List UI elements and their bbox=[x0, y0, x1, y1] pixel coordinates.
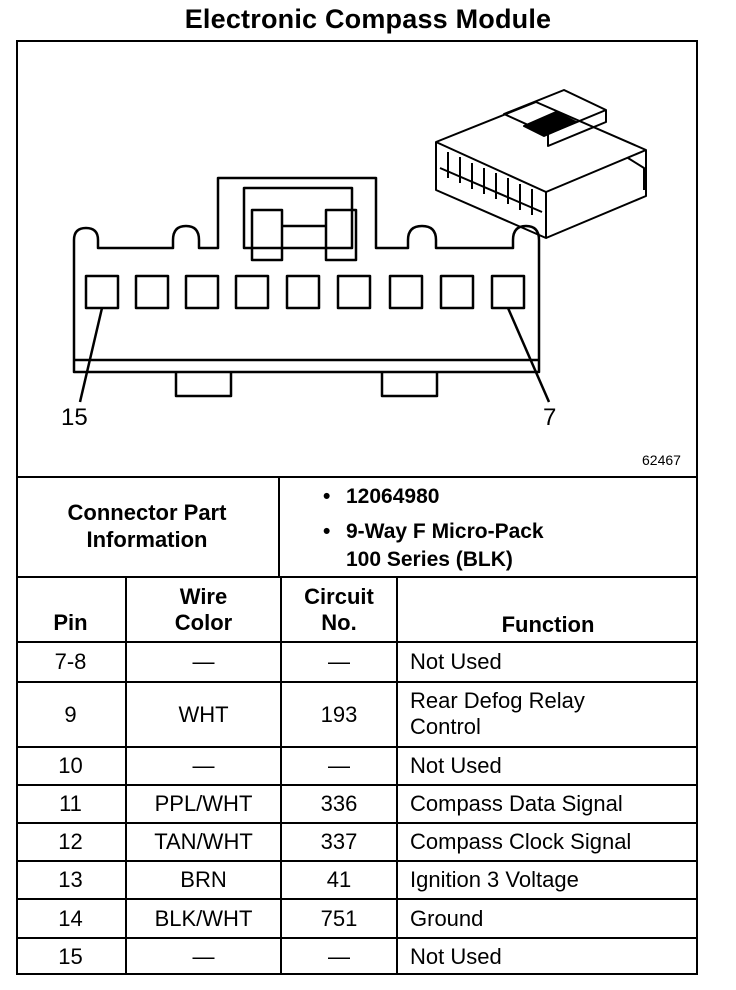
cell-wire: WHT bbox=[178, 701, 229, 727]
cell-pin: 14 bbox=[58, 905, 83, 931]
header-wire-line1: Wire bbox=[179, 584, 228, 609]
connector-info-label-line1: Connector Part bbox=[67, 500, 227, 525]
latch-tab-left bbox=[250, 208, 284, 262]
cavity bbox=[84, 274, 120, 310]
cell-wire: BLK/WHT bbox=[154, 905, 253, 931]
row-divider bbox=[16, 681, 698, 683]
cell-circuit: 337 bbox=[320, 829, 358, 854]
row-divider bbox=[16, 784, 698, 786]
cell-wire: TAN/WHT bbox=[154, 829, 253, 854]
cell-circuit: 193 bbox=[320, 701, 358, 727]
connector-info-label-line2: Information bbox=[86, 527, 208, 552]
latch-block bbox=[242, 186, 354, 250]
cavity bbox=[388, 274, 424, 310]
cavity bbox=[285, 274, 321, 310]
cell-function: Compass Data Signal bbox=[410, 791, 623, 816]
bullet: • bbox=[323, 485, 331, 508]
header-circuit-line1: Circuit bbox=[304, 584, 374, 609]
cell-circuit: — bbox=[328, 649, 350, 674]
diagram-frame bbox=[16, 40, 698, 975]
cell-function: Rear Defog Relay bbox=[410, 688, 585, 713]
cell-pin: 10 bbox=[58, 753, 83, 778]
cell-circuit: — bbox=[328, 944, 350, 969]
isometric-connector bbox=[435, 89, 647, 239]
bullet: • bbox=[323, 520, 331, 543]
cell-circuit: 336 bbox=[320, 791, 358, 816]
page-title: Electronic Compass Module bbox=[184, 4, 552, 34]
part-number: 12064980 bbox=[346, 485, 440, 508]
connector-type-line1: 9-Way F Micro-Pack bbox=[346, 520, 544, 543]
bottom-key-left bbox=[174, 372, 233, 398]
cell-circuit: 751 bbox=[320, 905, 358, 931]
col-divider bbox=[396, 576, 398, 975]
cell-function: Not Used bbox=[410, 944, 502, 969]
pin-label-left: 15 bbox=[61, 404, 88, 431]
cavity bbox=[490, 274, 526, 310]
cavity bbox=[234, 274, 270, 310]
row-divider bbox=[16, 860, 698, 862]
bottom-key-right bbox=[380, 372, 439, 398]
row-divider bbox=[16, 937, 698, 939]
leader-line-left bbox=[78, 307, 104, 403]
row-divider bbox=[16, 898, 698, 900]
cavity bbox=[134, 274, 170, 310]
cell-pin: 9 bbox=[64, 701, 77, 727]
cell-function: Not Used bbox=[410, 753, 502, 778]
cell-circuit: 41 bbox=[326, 867, 352, 892]
cell-pin: 12 bbox=[58, 829, 83, 854]
connector-figure: 15 7 62467 bbox=[16, 40, 698, 476]
table-top-border bbox=[16, 476, 698, 478]
cell-wire: — bbox=[192, 753, 215, 778]
cavity bbox=[336, 274, 372, 310]
cavity bbox=[439, 274, 475, 310]
cell-function: Ground bbox=[410, 905, 484, 931]
cell-pin: 15 bbox=[58, 944, 83, 969]
connector-type-line2: 100 Series (BLK) bbox=[346, 548, 513, 571]
cell-function: Ignition 3 Voltage bbox=[410, 867, 579, 892]
cell-function: Not Used bbox=[410, 649, 502, 674]
header-bottom-border bbox=[16, 641, 698, 643]
cell-wire: — bbox=[192, 649, 215, 674]
pin-label-right: 7 bbox=[543, 404, 557, 431]
cell-circuit: — bbox=[328, 753, 350, 778]
row-divider bbox=[16, 746, 698, 748]
cell-pin: 11 bbox=[59, 791, 82, 816]
latch-tab-right bbox=[324, 208, 358, 262]
cell-function: Compass Clock Signal bbox=[410, 829, 632, 854]
cell-wire: BRN bbox=[180, 867, 227, 892]
header-function: Function bbox=[501, 612, 595, 637]
cell-wire: — bbox=[192, 944, 215, 969]
info-bottom-border bbox=[16, 576, 698, 578]
header-wire-line2: Color bbox=[174, 610, 233, 635]
cell-wire: PPL/WHT bbox=[154, 791, 253, 816]
cell-pin: 7-8 bbox=[54, 649, 87, 674]
row-divider bbox=[16, 822, 698, 824]
col-divider bbox=[280, 576, 282, 975]
cell-function-line2: Control bbox=[410, 714, 481, 739]
connector-drawing bbox=[72, 89, 647, 403]
figure-number: 62467 bbox=[642, 452, 681, 468]
cell-pin: 13 bbox=[58, 867, 83, 892]
col-divider bbox=[125, 576, 127, 975]
cavity bbox=[184, 274, 220, 310]
info-divider bbox=[278, 476, 280, 576]
header-circuit-line2: No. bbox=[321, 610, 357, 635]
leader-line-right bbox=[506, 307, 551, 403]
header-pin: Pin bbox=[53, 610, 88, 635]
